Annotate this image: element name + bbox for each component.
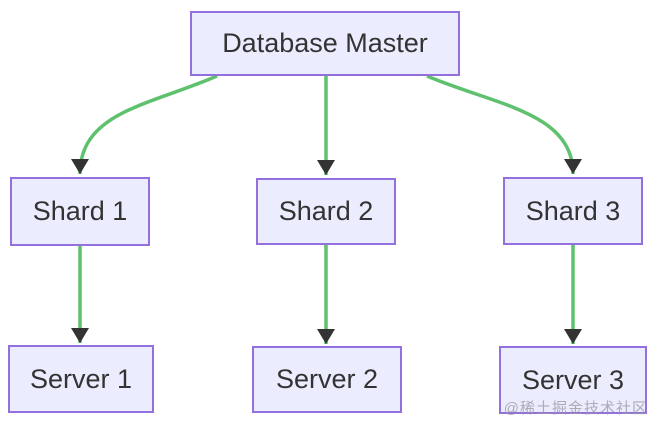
node-shard-1-label: Shard 1 <box>32 196 128 226</box>
edge-master-to-shard3 <box>426 74 582 175</box>
node-server-1: Server 1 <box>8 345 154 413</box>
node-server-1-label: Server 1 <box>29 363 133 394</box>
node-server-2: Server 2 <box>252 346 402 413</box>
node-server-3-label: Server 3 <box>521 364 625 395</box>
node-shard-3-label: Shard 3 <box>525 195 621 226</box>
node-database-master: Database Master <box>190 11 460 76</box>
node-database-master-label: Database Master <box>222 28 428 58</box>
node-shard-2-label: Shard 2 <box>278 196 374 226</box>
node-shard-2: Shard 2 <box>256 178 396 245</box>
node-server-2-label: Server 2 <box>275 364 379 394</box>
edge-master-to-shard1 <box>71 74 218 175</box>
watermark: @稀土掘金技术社区 <box>503 400 648 417</box>
node-server-3: Server 3 <box>499 346 647 414</box>
node-shard-1: Shard 1 <box>10 177 150 246</box>
node-shard-3: Shard 3 <box>503 177 643 245</box>
